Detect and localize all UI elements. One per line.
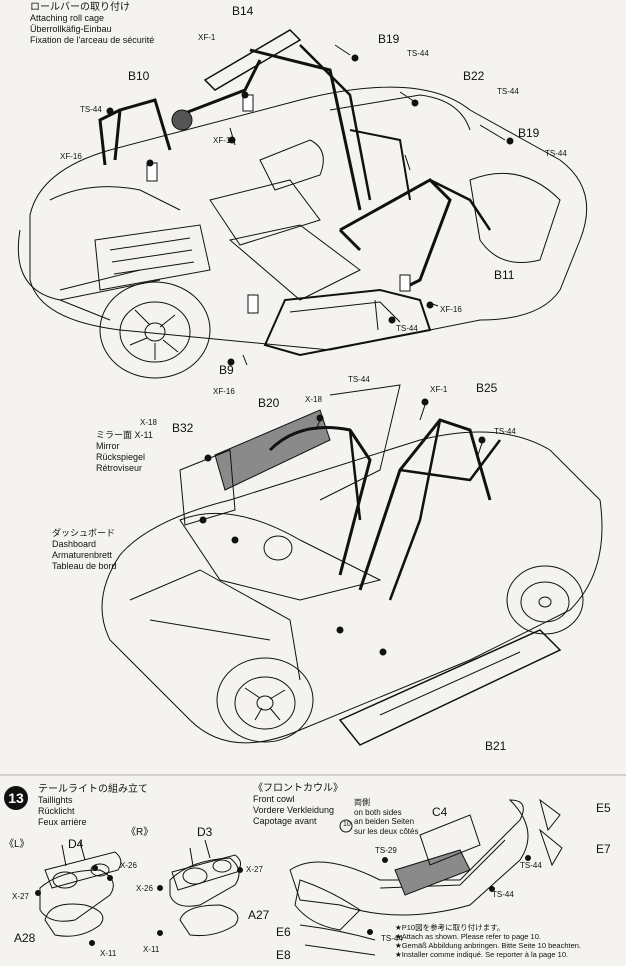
step-number-badge: 13 — [4, 786, 28, 810]
screw-label-ts44-b10: TS-44 — [80, 105, 102, 114]
screw-label-x11-right: X-11 — [143, 945, 160, 954]
dashboard-callout: ダッシュボード Dashboard Armaturenbrett Tableau… — [52, 528, 117, 572]
mirror-callout: ミラー面 X-11 Mirror Rückspiegel Rétroviseur — [96, 430, 153, 474]
front-cowl-title-en: Front cowl — [253, 794, 295, 804]
step12-title-jp: ロールバーの取り付け — [30, 2, 130, 13]
attach-note-de: ★Gemäß Abbildung anbringen. Bitte Seite … — [395, 941, 582, 950]
part-label-e7: E7 — [596, 842, 611, 856]
part-label-b19-top: B19 — [378, 32, 400, 46]
part-label-b10: B10 — [128, 69, 150, 83]
dashboard-label-fr: Tableau de bord — [52, 561, 117, 571]
mirror-label-en: Mirror — [96, 441, 120, 451]
cowl-count: 10 — [343, 821, 351, 828]
screw-label-x26-right: X-26 — [136, 884, 153, 893]
screw-label-x27-left: X-27 — [12, 892, 29, 901]
part-label-e6: E6 — [276, 925, 291, 939]
screw-label-xf16-right: XF-16 — [440, 305, 462, 314]
screw-label-ts44-e6: TS-44 — [381, 934, 403, 943]
part-label-b25: B25 — [476, 381, 498, 395]
dashboard-label-jp: ダッシュボード — [52, 528, 116, 538]
part-label-e5: E5 — [596, 801, 611, 815]
both-sides-de: an beiden Seiten — [354, 817, 415, 826]
left-side-label: 《L》 — [4, 839, 30, 850]
dashboard-label-en: Dashboard — [52, 539, 97, 549]
mirror-label-fr: Rétroviseur — [96, 463, 143, 473]
part-label-c4: C4 — [432, 805, 448, 819]
both-sides-note: 両側 on both sides an beiden Seiten sur le… — [354, 798, 418, 836]
part-label-d4: D4 — [68, 837, 84, 851]
screw-label-ts44-b11: TS-44 — [396, 324, 418, 333]
dashboard-label-de: Armaturenbrett — [52, 550, 113, 560]
screw-label-ts44-b19: TS-44 — [407, 49, 429, 58]
part-label-b14: B14 — [232, 4, 254, 18]
step12-title-fr: Fixation de l'arceau de sécurité — [30, 35, 155, 45]
screw-label-xf1-top: XF-1 — [198, 33, 216, 42]
lower-body-drawing — [101, 384, 603, 746]
taillights-title-de: Rücklicht — [38, 806, 75, 816]
part-label-b9: B9 — [219, 363, 234, 377]
taillight-drawing — [35, 839, 243, 946]
screw-label-ts44-b25: TS-44 — [494, 427, 516, 436]
part-label-a28: A28 — [14, 931, 36, 945]
taillights-title-jp: テールライトの組み立て — [38, 784, 148, 795]
part-label-b22: B22 — [463, 69, 485, 83]
screw-label-ts44-b19-right: TS-44 — [545, 149, 567, 158]
screw-label-x26-left: X-26 — [120, 861, 137, 870]
front-cowl-title-jp: 《フロントカウル》 — [253, 783, 343, 794]
part-label-d3: D3 — [197, 825, 213, 839]
screw-label-x27-right: X-27 — [246, 865, 263, 874]
screw-label-x18-b32: X-18 — [140, 418, 157, 427]
taillights-title-fr: Feux arrière — [38, 817, 87, 827]
screw-label-ts44-b22: TS-44 — [497, 87, 519, 96]
step12-header: ロールバーの取り付け Attaching roll cage Überrollk… — [30, 2, 154, 46]
part-label-b20: B20 — [258, 396, 280, 410]
screw-label-ts44-c4: TS-44 — [492, 890, 514, 899]
screw-label-xf16-mid: XF-16 — [213, 136, 235, 145]
mirror-label-jp: ミラー面 — [96, 430, 133, 440]
step12-title-en: Attaching roll cage — [30, 13, 105, 23]
screw-label-x18-b20: X-18 — [305, 395, 322, 404]
part-label-b32: B32 — [172, 421, 194, 435]
screw-label-ts44-b20: TS-44 — [348, 375, 370, 384]
upper-chassis-drawing — [17, 29, 588, 379]
front-cowl-title-fr: Capotage avant — [253, 816, 317, 826]
both-sides-en: on both sides — [354, 807, 402, 817]
part-label-b11: B11 — [494, 268, 515, 282]
step12-title-de: Überrollkäfig-Einbau — [30, 24, 112, 34]
screw-label-ts29: TS-29 — [375, 846, 397, 855]
screw-label-xf16-b9: XF-16 — [213, 387, 235, 396]
both-sides-fr: sur les deux côtés — [354, 826, 419, 836]
both-sides-jp: 両側 — [354, 798, 370, 807]
screw-label-x11-left: X-11 — [100, 949, 117, 958]
part-label-a27: A27 — [248, 908, 270, 922]
front-cowl-drawing — [289, 798, 563, 956]
part-label-b19-right: B19 — [518, 126, 540, 140]
taillights-header: テールライトの組み立て Taillights Rücklicht Feux ar… — [38, 784, 148, 828]
attach-note: ★P10図を参考に取り付けます。 ★Attach as shown. Pleas… — [395, 923, 581, 959]
mirror-label-de: Rückspiegel — [96, 452, 146, 462]
attach-note-fr: ★Installer comme indiqué. Se reporter à … — [395, 950, 569, 959]
screw-label-ts44-e7: TS-44 — [520, 861, 542, 870]
screw-label-xf1-b25: XF-1 — [430, 385, 448, 394]
front-cowl-header: 《フロントカウル》 Front cowl Vordere Verkleidung… — [253, 783, 343, 827]
attach-note-jp: ★P10図を参考に取り付けます。 — [395, 923, 505, 932]
attach-note-en: ★Attach as shown. Please refer to page 1… — [395, 932, 541, 941]
front-cowl-title-de: Vordere Verkleidung — [253, 805, 335, 815]
part-label-e8: E8 — [276, 948, 291, 962]
part-label-b21: B21 — [485, 739, 507, 753]
taillights-title-en: Taillights — [38, 795, 73, 805]
screw-label-x11-b32: X-11 — [134, 430, 153, 440]
right-side-label: 《R》 — [126, 827, 154, 838]
screw-label-xf16-left: XF-16 — [60, 152, 82, 161]
